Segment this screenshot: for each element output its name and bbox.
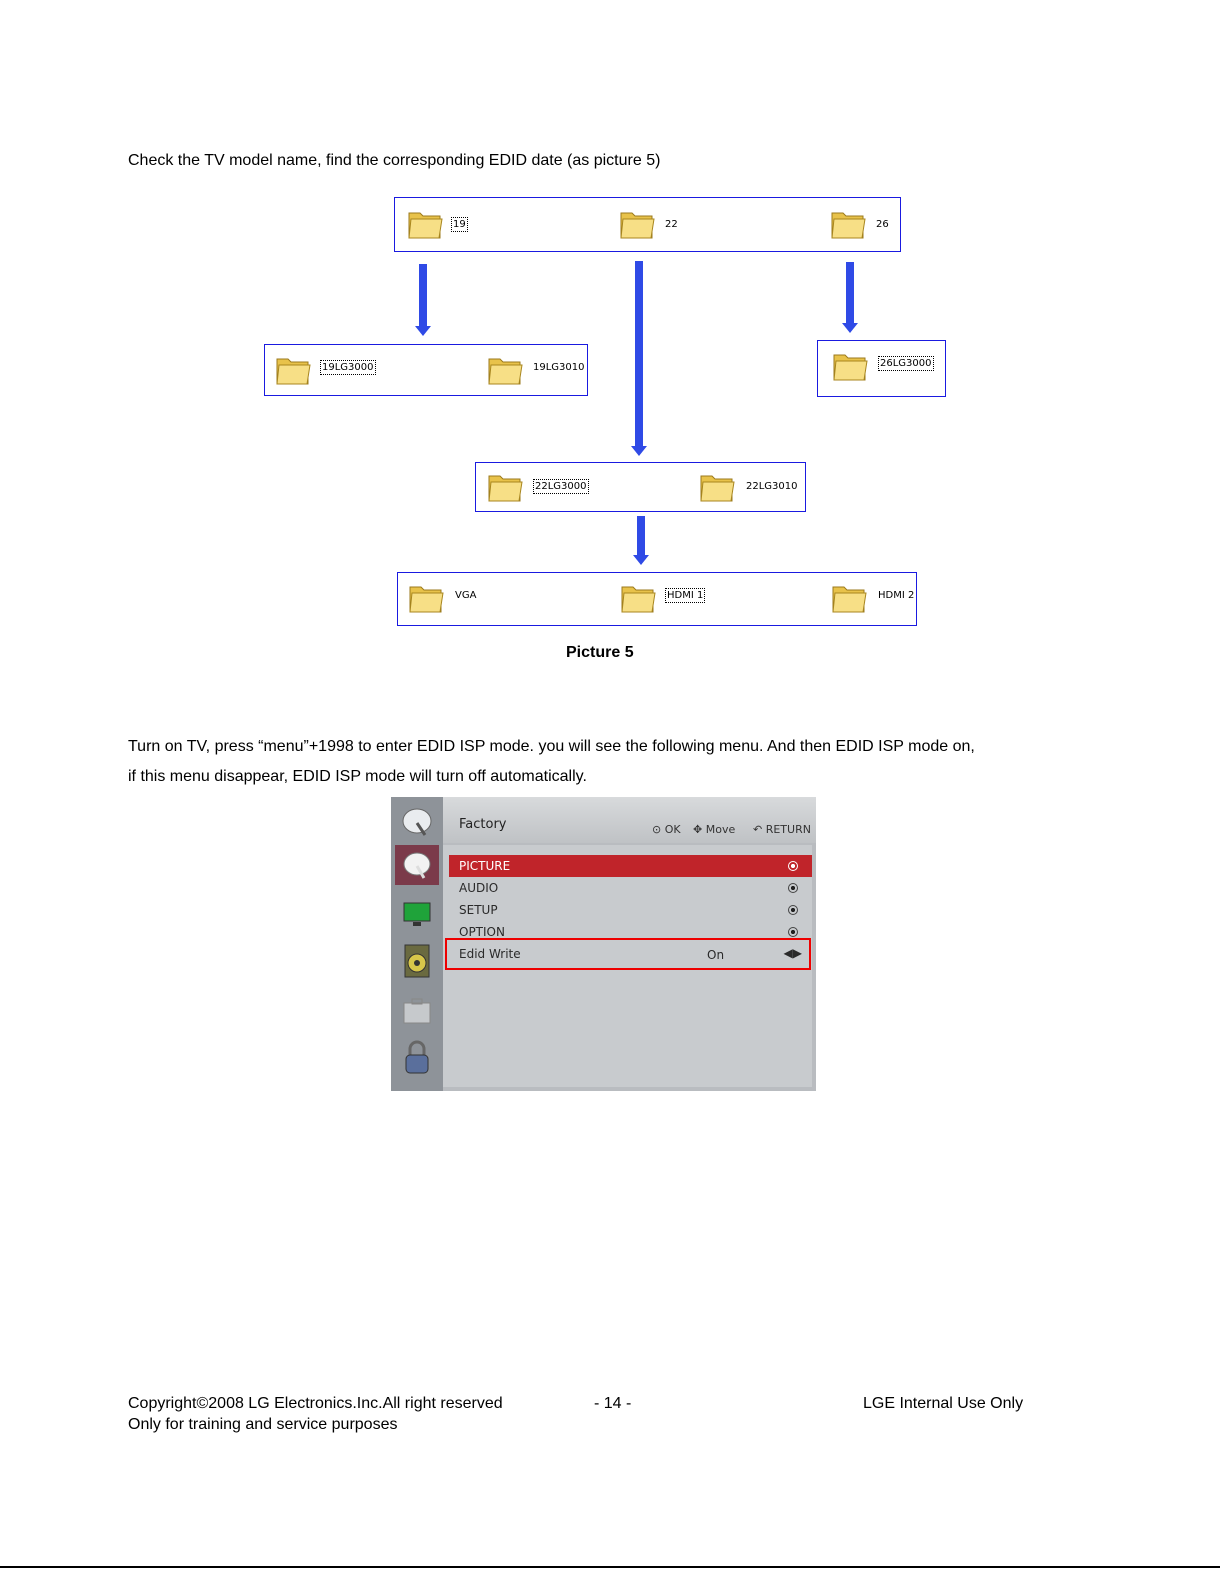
folder-icon[interactable] [487,353,523,387]
arrow-down [633,516,649,565]
folder-icon[interactable] [831,581,867,615]
radio-icon [788,883,798,893]
folder-label-19lg3000[interactable]: 19LG3000 [320,360,376,375]
folder-icon[interactable] [487,470,523,504]
folder-row-sizes: 19 22 26 [394,197,901,252]
arrow-down [415,264,431,336]
lock-icon[interactable] [395,1037,439,1077]
monitor-icon[interactable] [395,895,439,935]
menu-item-label: Edid Write [459,947,521,961]
footer-purpose: Only for training and service purposes [128,1416,398,1433]
folder-icon[interactable] [275,353,311,387]
folder-row-26-models: 26LG3000 [817,340,946,397]
radio-icon [788,905,798,915]
satellite-dish-icon [395,801,439,841]
folder-label-hdmi1[interactable]: HDMI 1 [664,588,706,603]
move-hint-label: Move [705,823,736,836]
page-bottom-rule [0,1566,1220,1568]
folder-icon[interactable] [408,581,444,615]
return-hint-label: RETURN [765,823,811,836]
ok-hint-label: OK [664,823,681,836]
toolbox-icon[interactable] [395,991,439,1031]
menu-item-picture[interactable]: PICTURE [449,855,812,877]
folder-label-22lg3000[interactable]: 22LG3000 [533,479,589,494]
satellite-dish-icon[interactable] [395,845,439,885]
folder-row-inputs: VGA HDMI 1 HDMI 2 [397,572,917,626]
footer-internal-use: LGE Internal Use Only [863,1395,1024,1412]
menu-title: Factory [459,817,507,832]
arrow-down [842,262,858,333]
left-right-arrow-icon[interactable]: ◀▶ [783,946,802,960]
edid-write-value: On [707,948,725,962]
menu-item-label: PICTURE [459,859,511,873]
arrow-down [631,261,647,456]
menu-item-audio[interactable]: AUDIO [449,877,812,899]
menu-item-label: SETUP [459,903,498,917]
folder-icon[interactable] [832,349,868,383]
folder-row-22-models: 22LG3000 22LG3010 [475,462,806,512]
menu-header: Factory ⊙ OK ✥ Move ↶ RETURN [443,797,816,843]
menu-item-edid-write[interactable]: Edid Write On ◀▶ [449,943,812,965]
folder-label-vga[interactable]: VGA [455,590,477,601]
edid-write-highlight [445,938,811,970]
folder-label-hdmi2[interactable]: HDMI 2 [878,590,915,601]
footer-copyright: Copyright©2008 LG Electronics.Inc.All ri… [128,1395,503,1412]
menu-item-label: OPTION [459,925,505,939]
menu-item-label: AUDIO [459,881,499,895]
menu-item-option[interactable]: OPTION [449,921,812,943]
ok-hint: ⊙ OK [652,823,681,836]
intro-text: Check the TV model name, find the corres… [128,152,661,169]
instruction-line-2: if this menu disappear, EDID ISP mode wi… [128,768,587,785]
folder-icon[interactable] [619,207,655,241]
radio-icon [788,861,798,871]
folder-row-19-models: 19LG3000 19LG3010 [264,344,588,396]
folder-label-19[interactable]: 19 [451,217,468,232]
folder-label-26lg3000[interactable]: 26LG3000 [878,356,934,371]
folder-label-26[interactable]: 26 [876,219,889,230]
speaker-icon[interactable] [395,941,439,981]
folder-label-19lg3010[interactable]: 19LG3010 [533,362,585,373]
folder-label-22[interactable]: 22 [665,219,678,230]
radio-icon [788,927,798,937]
folder-icon[interactable] [620,581,656,615]
folder-icon[interactable] [407,207,443,241]
figure-caption: Picture 5 [566,644,634,661]
instruction-line-1: Turn on TV, press “menu”+1998 to enter E… [128,738,975,755]
folder-icon[interactable] [830,207,866,241]
folder-label-22lg3010[interactable]: 22LG3010 [746,481,798,492]
folder-icon[interactable] [699,470,735,504]
move-hint: ✥ Move [693,823,736,836]
tv-factory-menu: Factory ⊙ OK ✥ Move ↶ RETURN PICTURE AUD… [391,797,816,1091]
menu-body: PICTURE AUDIO SETUP OPTION Edid Write On… [443,845,812,1087]
footer-page-number: - 14 - [594,1395,632,1412]
menu-item-setup[interactable]: SETUP [449,899,812,921]
return-hint: ↶ RETURN [753,823,811,836]
menu-sidebar [391,797,443,1091]
